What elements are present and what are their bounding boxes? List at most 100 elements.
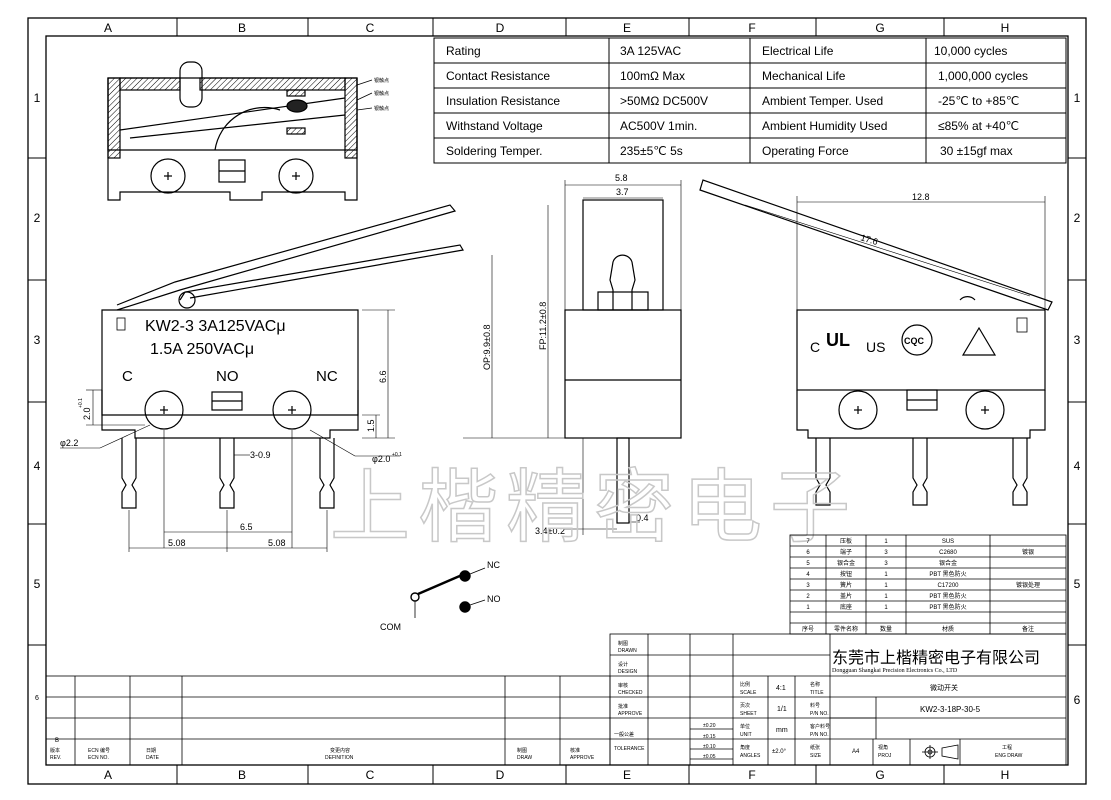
- svg-text:5: 5: [806, 561, 810, 567]
- svg-text:PBT 黑色防火: PBT 黑色防火: [929, 570, 966, 578]
- terminal-c-label: C: [122, 368, 133, 385]
- svg-text:P/N NO.: P/N NO.: [810, 711, 829, 717]
- svg-text:C2680: C2680: [939, 550, 957, 556]
- row-label: 6: [35, 695, 39, 702]
- spec-table: Rating 3A 125VAC Electrical Life 10,000 …: [433, 37, 1067, 164]
- svg-text:工程: 工程: [1002, 744, 1012, 751]
- svg-text:变更内容: 变更内容: [330, 747, 350, 754]
- svg-text:1: 1: [884, 539, 888, 545]
- col-label: F: [748, 768, 755, 782]
- title-block-text: 东莞市上楷精密电子有限公司 Dongguan Shangkai Precisio…: [50, 640, 1040, 761]
- svg-text:零件名称: 零件名称: [834, 625, 858, 633]
- spec-value: 100mΩ Max: [620, 69, 685, 83]
- section-label: 银触点: [374, 105, 389, 112]
- col-label: B: [238, 768, 246, 782]
- svg-text:±0.15: ±0.15: [703, 734, 716, 740]
- row-label: 4: [1074, 459, 1081, 473]
- circuit-symbol: [410, 567, 486, 618]
- projection-symbol-icon: [922, 744, 959, 760]
- svg-text:ECN 编号: ECN 编号: [88, 747, 110, 754]
- svg-text:TOLERANCE: TOLERANCE: [614, 746, 645, 752]
- svg-text:C17200: C17200: [937, 583, 959, 589]
- circuit-no-label: NO: [487, 594, 501, 604]
- section-label: 银触点: [374, 90, 389, 97]
- col-label: E: [623, 768, 631, 782]
- svg-text:2: 2: [806, 594, 810, 600]
- bom-table: [789, 534, 1067, 635]
- svg-text:ECN NO.: ECN NO.: [88, 755, 109, 761]
- svg-text:设计: 设计: [618, 661, 628, 668]
- svg-text:TITLE: TITLE: [810, 690, 824, 696]
- cross-section-view: [107, 61, 373, 201]
- svg-text:备注: 备注: [1022, 625, 1034, 633]
- spec-label: Operating Force: [762, 144, 849, 158]
- svg-text:CHECKED: CHECKED: [618, 690, 643, 696]
- spec-label: Contact Resistance: [446, 69, 550, 83]
- dim-inner: 3.7: [616, 187, 629, 197]
- svg-text:±0.10: ±0.10: [703, 744, 716, 750]
- col-label: C: [366, 21, 375, 35]
- spec-label: Ambient Humidity Used: [762, 119, 887, 133]
- svg-text:页次: 页次: [740, 702, 750, 709]
- row-label: 4: [34, 459, 41, 473]
- svg-text:REV.: REV.: [50, 755, 61, 761]
- svg-text:ANGLES: ANGLES: [740, 753, 761, 759]
- row-label: 1: [1074, 91, 1081, 105]
- svg-text:PROJ: PROJ: [878, 753, 892, 759]
- svg-text:±0.05: ±0.05: [703, 754, 716, 760]
- dim-pitch-center: 6.5: [240, 522, 253, 532]
- dim-fp: FP:11.2±0.8: [538, 302, 548, 350]
- ul-logo: UL: [826, 330, 850, 350]
- svg-text:mm: mm: [776, 727, 788, 734]
- spec-label: Mechanical Life: [762, 69, 846, 83]
- svg-text:DATE: DATE: [146, 755, 160, 761]
- spec-value: 10,000 cycles: [934, 44, 1007, 58]
- side-view: [463, 180, 682, 535]
- svg-text:序号: 序号: [802, 625, 814, 633]
- dim-length: 12.8: [912, 192, 930, 202]
- svg-text:7: 7: [806, 539, 810, 545]
- col-label: F: [748, 21, 755, 35]
- svg-text:3: 3: [806, 583, 810, 589]
- svg-text:银合金: 银合金: [939, 559, 957, 567]
- marking-line2: 1.5A 250VACμ: [150, 341, 254, 358]
- svg-text:数量: 数量: [880, 625, 892, 633]
- terminal-nc-label: NC: [316, 368, 338, 385]
- svg-text:制图: 制图: [618, 640, 628, 647]
- svg-text:1: 1: [884, 605, 888, 611]
- spec-value: 235±5℃ 5s: [620, 144, 683, 158]
- svg-text:ENG DRAW: ENG DRAW: [995, 753, 1023, 759]
- col-label: H: [1001, 768, 1010, 782]
- svg-text:压板: 压板: [840, 537, 852, 545]
- cert-us: US: [866, 339, 885, 355]
- spec-value: 1,000,000 cycles: [938, 69, 1028, 83]
- svg-text:PBT 黑色防火: PBT 黑色防火: [929, 603, 966, 611]
- spec-value: ≤85% at +40℃: [938, 119, 1019, 133]
- spec-label: Rating: [446, 44, 481, 58]
- col-label: A: [104, 768, 112, 782]
- svg-text:批准: 批准: [618, 703, 628, 710]
- dim-hole2-tol: +0.1: [392, 452, 402, 458]
- spec-label: Soldering Temper.: [446, 144, 543, 158]
- svg-text:DESIGN: DESIGN: [618, 669, 638, 675]
- dim-pin: 3.4±0.2: [535, 526, 565, 536]
- dim-pin-width: 3-0.9: [250, 450, 271, 460]
- svg-text:±2.0°: ±2.0°: [772, 749, 787, 755]
- svg-text:核准: 核准: [570, 747, 580, 754]
- svg-text:SHEET: SHEET: [740, 711, 757, 717]
- svg-text:日期: 日期: [146, 748, 156, 754]
- col-label: D: [496, 21, 505, 35]
- col-label: G: [875, 768, 884, 782]
- svg-text:A4: A4: [852, 749, 860, 755]
- svg-text:名称: 名称: [810, 681, 820, 688]
- dim-hole-tol: +0.1: [78, 398, 84, 408]
- title-block: [45, 633, 1067, 766]
- svg-text:APPROVE: APPROVE: [570, 755, 595, 761]
- dim-hole-dia: φ2.2: [60, 438, 78, 448]
- circuit-com-label: COM: [380, 622, 401, 632]
- row-label: 1: [34, 91, 41, 105]
- svg-text:±0.20: ±0.20: [703, 723, 716, 729]
- watermark: 上楷精密电子: [330, 463, 858, 552]
- row-label: 3: [34, 333, 41, 347]
- svg-text:3: 3: [884, 550, 888, 556]
